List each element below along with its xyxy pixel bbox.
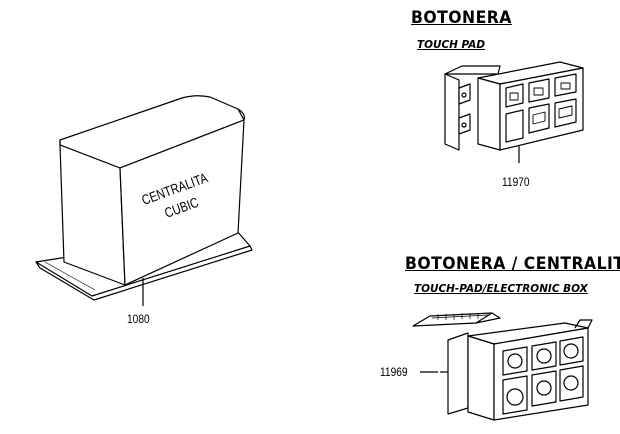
combo-part-number: 11969 <box>380 365 408 379</box>
combo-drawing <box>412 312 593 421</box>
combo-title: BOTONERA / CENTRALITA <box>405 254 620 274</box>
touch-pad-title: BOTONERA <box>411 8 512 28</box>
touch-pad-drawing <box>444 61 584 163</box>
centralita-part-number: 1080 <box>127 312 150 326</box>
touch-pad-subtitle: TOUCH PAD <box>417 38 486 51</box>
centralita-cubic-box <box>35 95 253 306</box>
combo-subtitle: TOUCH-PAD/ELECTRONIC BOX <box>414 282 588 295</box>
touch-pad-part-number: 11970 <box>502 175 530 189</box>
